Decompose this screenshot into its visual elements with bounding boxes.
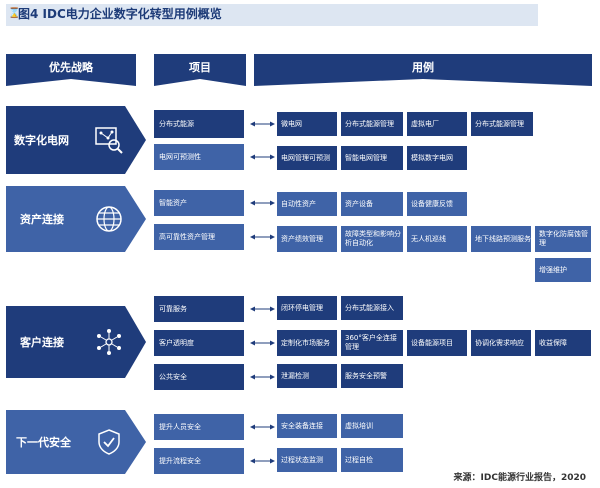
header-project-label: 项目 [189,61,211,74]
category-customer-connection: 客户连接 [6,306,146,378]
usecase-cell: 过程状态监测 [277,448,337,472]
header-project: 项目 [154,54,246,86]
usecase-cell: 资产绩效管理 [277,226,337,252]
usecase-cell: 地下线路预测服务 [471,226,531,252]
usecase-cell: 智能电网管理 [341,146,403,170]
header-usecase: 用例 [254,54,592,86]
usecase-cell: 设备能源项目 [407,330,467,356]
header-strategy-label: 优先战略 [49,61,93,74]
usecase-cell: 模拟数字电网 [407,146,467,170]
usecase-cell: 分布式能源接入 [341,296,403,320]
usecase-cell: 协调化需求响应 [471,330,531,356]
usecase-cell: 虚拟培训 [341,414,403,438]
usecase-cell: 数字化防腐蚀管理 [535,226,591,252]
category-digital-grid: 数字化电网 [6,106,146,174]
usecase-cell: 故障类型和影响分析自动化 [341,226,403,252]
item-personnel-safety: 提升人员安全 [154,414,244,440]
item-reliable-service: 可靠服务 [154,296,244,322]
figure-title: 图4 IDC电力企业数字化转型用例概览 [18,7,222,21]
category-label: 客户连接 [20,336,64,349]
item-distributed-energy: 分布式能源 [154,110,244,138]
usecase-cell: 增强维护 [535,258,591,282]
usecase-cell: 定制化市场服务 [277,330,337,356]
item-reliable-asset-mgmt: 高可靠性资产管理 [154,224,244,250]
category-next-gen-security: 下一代安全 [6,410,146,474]
usecase-cell: 闭环停电管理 [277,296,337,320]
usecase-cell: 微电网 [277,112,337,136]
usecase-cell: 资产设备 [341,192,403,216]
usecase-cell: 360°客户全连接管理 [341,330,403,356]
usecase-cell: 设备健康反馈 [407,192,467,216]
connector-arrows [250,121,275,464]
category-label: 下一代安全 [16,436,71,449]
usecase-cell: 过程自检 [341,448,403,472]
usecase-cell: 收益保障 [535,330,591,356]
network-icon [97,329,121,355]
globe-icon [96,206,122,232]
usecase-cell: 服务安全预警 [341,364,403,388]
usecase-cell: 无人机巡线 [407,226,467,252]
category-label: 数字化电网 [14,134,69,147]
figure-icon: ⌛ [8,8,21,19]
item-smart-asset: 智能资产 [154,190,244,216]
header-strategy: 优先战略 [6,54,136,86]
usecase-cell: 泄漏检测 [277,364,337,388]
source-note: 来源：IDC能源行业报告，2020 [453,473,586,483]
item-public-safety: 公共安全 [154,364,244,390]
item-process-safety: 提升流程安全 [154,448,244,474]
shield-check-icon [98,429,120,455]
usecase-cell: 分布式能源管理 [471,112,533,136]
category-label: 资产连接 [20,213,64,226]
item-grid-predictability: 电网可预测性 [154,144,244,170]
usecase-cell: 安全装备连接 [277,414,337,438]
title-bar [6,4,538,26]
usecase-cell: 自动性资产 [277,192,337,216]
header-usecase-label: 用例 [412,61,434,74]
category-asset-connection: 资产连接 [6,186,146,252]
usecase-cell: 电网管理可预测 [277,146,337,170]
item-customer-transparency: 客户透明度 [154,330,244,356]
digital-grid-icon [95,127,123,154]
usecase-cell: 虚拟电厂 [407,112,467,136]
usecase-cell: 分布式能源管理 [341,112,403,136]
